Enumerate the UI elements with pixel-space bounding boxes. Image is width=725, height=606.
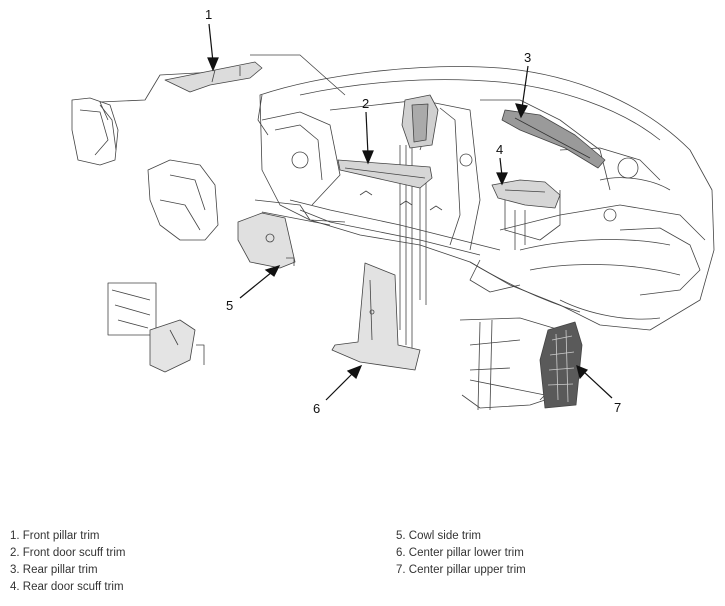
kick-panel-detail-inset [107,282,205,373]
rear-pillar-trim-part [501,109,606,169]
callout-arrowhead-2 [362,150,374,165]
cowl-detail-inset [147,159,219,241]
legend-item-rear-pillar-trim: 3. Rear pillar trim [10,564,98,576]
callout-number-6: 6 [313,401,320,416]
callout-arrow-5 [239,271,273,299]
front-door-scuff-trim-part [337,159,433,189]
legend-left-column: 1. Front pillar trim 2. Front door scuff… [10,528,125,596]
callout-arrowhead-1 [207,57,219,72]
car-body-frame [257,66,715,331]
callout-number-1: 1 [205,7,212,22]
center-pillar-lower-trim-part [331,262,421,371]
rear-door-scuff-trim-part [491,179,561,209]
legend-item-front-door-scuff-trim: 2. Front door scuff trim [10,547,126,559]
callout-number-2: 2 [362,96,369,111]
legend-item-rear-door-scuff-trim: 4. Rear door scuff trim [10,581,124,593]
legend-item-front-pillar-trim: 1. Front pillar trim [10,530,100,542]
callout-arrow-7 [583,371,613,399]
center-pillar-upper-small-part [401,94,439,149]
callout-arrow-6 [325,371,355,401]
callout-arrowhead-6 [346,364,363,380]
legend-item-cowl-side-trim: 5. Cowl side trim [396,530,481,542]
front-pillar-trim-part [164,61,263,93]
front-pillar-detail-inset [71,97,119,166]
center-pillar-upper-trim-part [539,321,583,409]
callout-arrowhead-4 [496,172,508,186]
callout-arrowhead-7 [576,365,589,380]
callout-number-4: 4 [496,142,503,157]
cowl-side-trim-part [237,212,296,269]
callout-arrow-2 [365,111,369,156]
callout-arrow-3 [521,65,529,109]
exploded-trim-diagram: 1 2 3 4 5 6 7 [71,7,715,416]
legend-item-center-pillar-lower-trim: 6. Center pillar lower trim [396,547,524,559]
callout-arrow-1 [208,23,214,63]
callout-arrowhead-3 [515,103,528,119]
callout-arrowhead-5 [264,265,281,277]
legend-right-column: 5. Cowl side trim 6. Center pillar lower… [396,528,526,579]
callout-number-3: 3 [524,50,531,65]
legend-item-center-pillar-upper-trim: 7. Center pillar upper trim [396,564,526,576]
callout-number-5: 5 [226,298,233,313]
callout-number-7: 7 [614,400,621,415]
